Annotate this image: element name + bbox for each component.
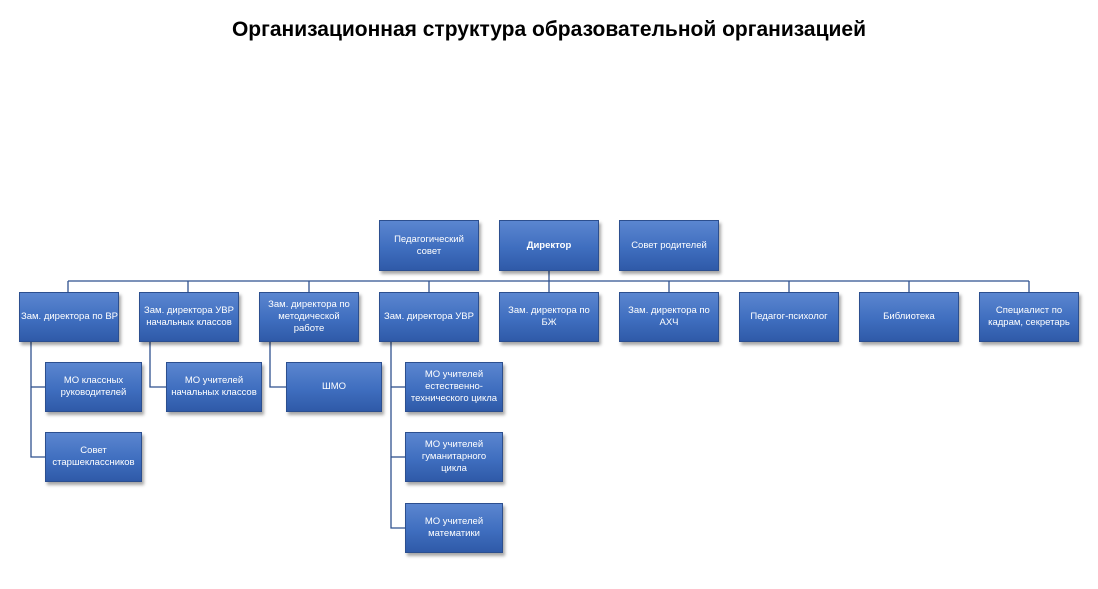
node-mo-humanities-teachers: МО учителей гуманитарного цикла — [405, 432, 503, 482]
node-library: Библиотека — [859, 292, 959, 342]
node-deputy-uvr-primary-label: Зам. директора УВР начальных классов — [144, 305, 234, 328]
node-director: Директор — [499, 220, 599, 271]
node-mo-primary-teachers: МО учителей начальных классов — [166, 362, 262, 412]
node-deputy-ahch: Зам. директора по АХЧ — [619, 292, 719, 342]
node-deputy-uvr: Зам. директора УВР — [379, 292, 479, 342]
node-senior-students-council: Совет старшеклассников — [45, 432, 142, 482]
node-deputy-methodical-label: Зам. директора по методической работе — [268, 299, 350, 334]
node-deputy-bzh: Зам. директора по БЖ — [499, 292, 599, 342]
node-pedagogical-council: Педагогический совет — [379, 220, 479, 271]
node-mo-science-teachers-label: МО учителей естественно-технического цик… — [410, 369, 498, 404]
node-parents-council: Совет родителей — [619, 220, 719, 271]
node-mo-class-teachers: МО классных руководителей — [45, 362, 142, 412]
node-deputy-uvr-label: Зам. директора УВР — [384, 311, 474, 323]
connector-vr-branch — [30, 341, 45, 458]
node-mo-science-teachers: МО учителей естественно-технического цик… — [405, 362, 503, 412]
node-psychologist: Педагог-психолог — [739, 292, 839, 342]
node-shmo-label: ШМО — [321, 381, 346, 393]
node-psychologist-label: Педагог-психолог — [750, 311, 828, 323]
node-deputy-bzh-label: Зам. директора по БЖ — [508, 305, 590, 328]
node-mo-math-teachers: МО учителей математики — [405, 503, 503, 553]
connector-methodical-branch — [269, 341, 286, 388]
node-mo-math-teachers-label: МО учителей математики — [424, 516, 484, 539]
node-parents-council-label: Совет родителей — [631, 239, 707, 251]
node-deputy-methodical: Зам. директора по методической работе — [259, 292, 359, 342]
node-deputy-ahch-label: Зам. директора по АХЧ — [628, 305, 710, 328]
node-director-label: Директор — [526, 239, 572, 251]
node-hr-specialist-label: Специалист по кадрам, секретарь — [988, 305, 1070, 328]
node-deputy-vr: Зам. директора по ВР — [19, 292, 119, 342]
page-title: Организационная структура образовательно… — [231, 18, 867, 41]
node-mo-primary-teachers-label: МО учителей начальных классов — [171, 375, 257, 398]
node-hr-specialist: Специалист по кадрам, секретарь — [979, 292, 1079, 342]
node-senior-students-council-label: Совет старшеклассников — [52, 445, 135, 468]
node-deputy-vr-label: Зам. директора по ВР — [21, 311, 118, 323]
node-library-label: Библиотека — [883, 311, 935, 323]
node-pedagogical-council-label: Педагогический совет — [394, 233, 464, 257]
node-deputy-uvr-primary: Зам. директора УВР начальных классов — [139, 292, 239, 342]
node-shmo: ШМО — [286, 362, 382, 412]
node-mo-class-teachers-label: МО классных руководителей — [60, 375, 127, 398]
connector-uvr-branch — [390, 341, 405, 529]
connector-uvr-primary-branch — [149, 341, 166, 388]
node-mo-humanities-teachers-label: МО учителей гуманитарного цикла — [421, 439, 487, 474]
